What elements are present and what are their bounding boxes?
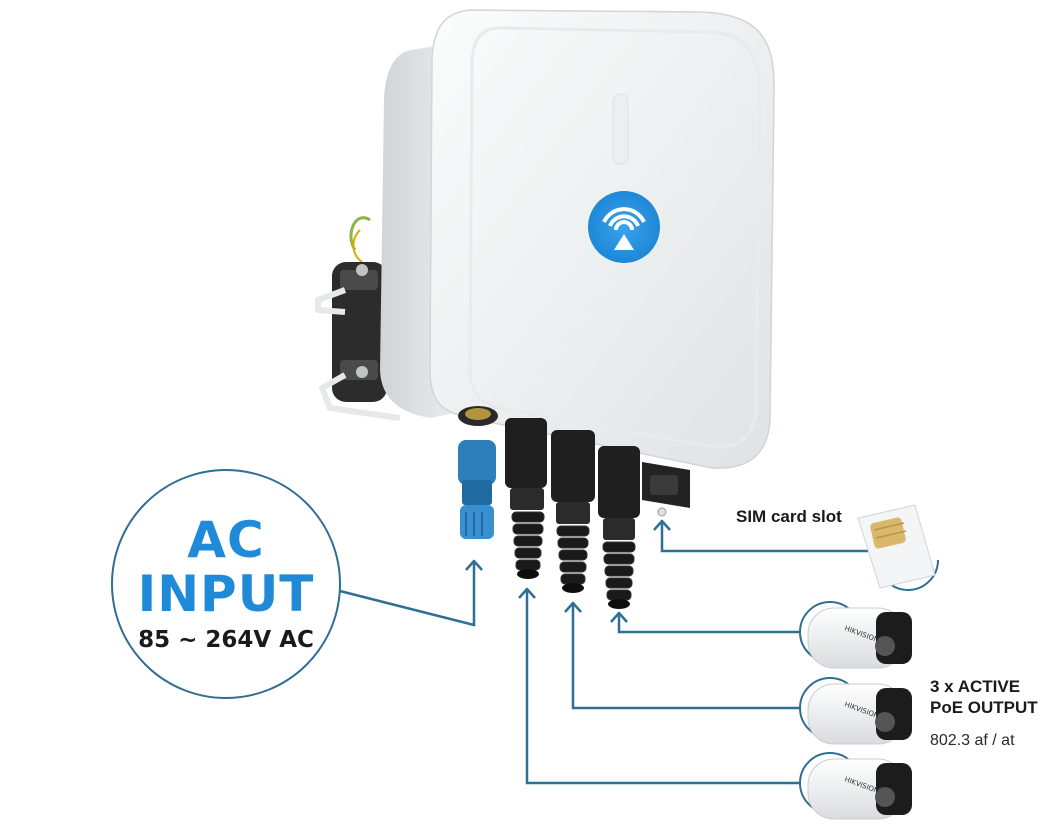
poe-line-3 (525, 590, 800, 785)
poe-line-1 (617, 615, 800, 634)
status-led (612, 93, 629, 165)
sim-line (660, 522, 878, 553)
camera-icon-3: HIKVISION (799, 752, 912, 820)
poe-gland-2 (551, 430, 595, 593)
ac-input-line (339, 562, 476, 627)
poe-title-line2: PoE OUTPUT (930, 698, 1038, 717)
arrow-poe-2 (564, 601, 582, 613)
connector-lines (339, 522, 878, 785)
device-front-panel (468, 26, 762, 449)
poe-line-2 (571, 604, 800, 710)
arrow-sim (653, 519, 671, 531)
ac-power-connector (458, 406, 498, 539)
sim-card-icon (857, 504, 939, 591)
mounting-bracket (315, 216, 401, 421)
camera-icon-2: HIKVISION (799, 677, 912, 745)
poe-gland-3 (598, 446, 640, 609)
sim-slot-label: SIM card slot (736, 507, 842, 526)
ac-input-title-line2: INPUT (137, 565, 315, 623)
camera-icon-1: HIKVISION (799, 601, 912, 669)
ac-input-voltage: 85 ~ 264V AC (138, 627, 314, 653)
poe-gland-1 (505, 418, 547, 579)
arrow-poe-1 (610, 611, 628, 623)
wifi-signal-icon (588, 191, 660, 263)
arrowheads (465, 519, 671, 623)
ac-input-title-line1: AC (187, 511, 265, 569)
sim-port (642, 462, 690, 517)
poe-title-line1: 3 x ACTIVE (930, 677, 1021, 696)
arrow-poe-3 (518, 587, 536, 599)
poe-output-label: 3 x ACTIVE PoE OUTPUT (930, 676, 1038, 718)
arrow-ac (465, 559, 483, 571)
ac-input-callout: AC INPUT 85 ~ 264V AC (111, 469, 341, 699)
poe-standard-label: 802.3 af / at (930, 732, 1015, 749)
